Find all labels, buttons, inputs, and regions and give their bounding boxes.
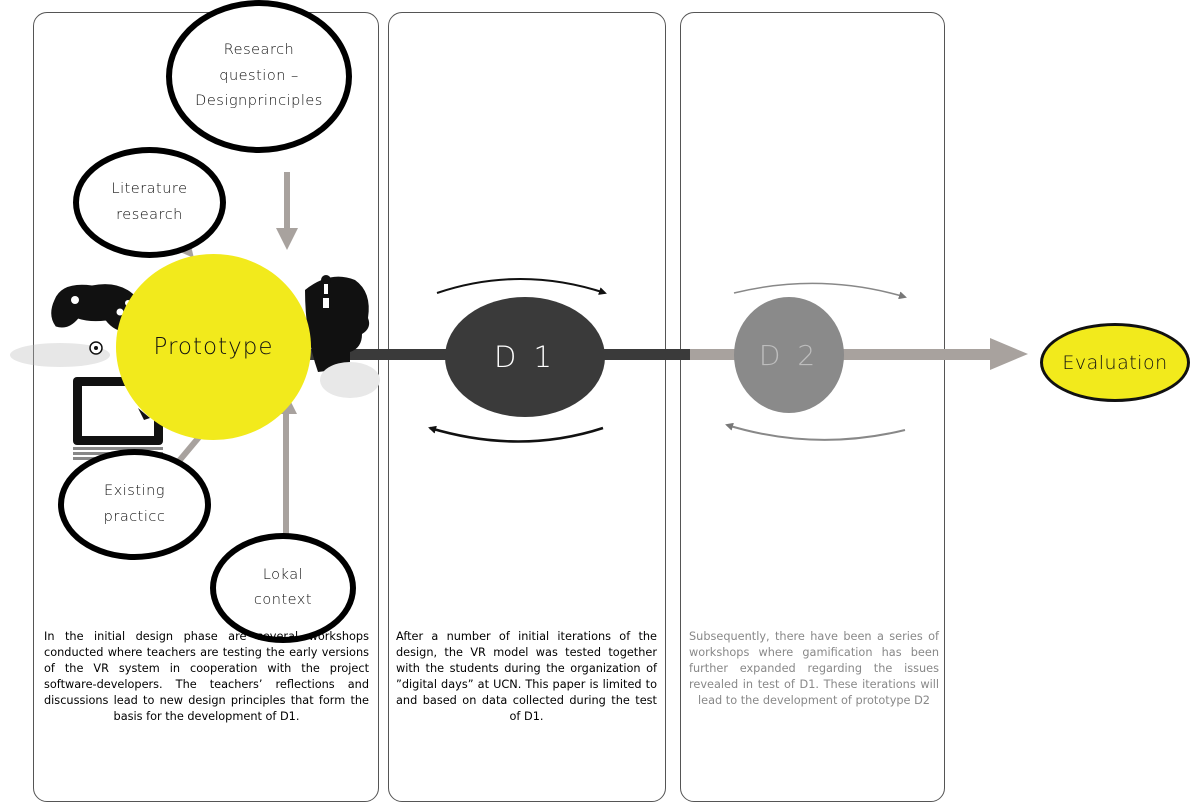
research-question-bubble: Research question – Designprinciples [166, 0, 352, 153]
evaluation-label: Evaluation [1062, 351, 1168, 374]
literature-research-bubble: Literature research [73, 147, 226, 258]
d2-iteration-arrow-top [733, 282, 907, 300]
arrow-lokal-shaft [283, 410, 289, 535]
literature-line-2: research [116, 206, 183, 223]
d1-node: D 1 [445, 297, 605, 417]
d1-label: D 1 [494, 340, 556, 374]
research-question-line-2: question – [219, 67, 299, 84]
arrow-rq-head [276, 228, 298, 250]
lokal-line-2: context [253, 592, 313, 608]
line-d2-evaluation [690, 349, 1000, 360]
prototype-node: Prototype [116, 254, 311, 440]
background-shape [10, 343, 110, 367]
small-gear-drawing [89, 341, 103, 355]
phase-panel-d2 [680, 12, 945, 802]
d2-node: D 2 [734, 297, 844, 413]
lokal-context-bubble: Lokal context [210, 533, 356, 643]
existing-practice-bubble: Existing practicc [58, 449, 211, 560]
literature-line-1: Literature [111, 181, 188, 198]
d1-iteration-arrow-bottom [428, 425, 604, 443]
d1-phase-description: After a number of initial iterations of … [396, 630, 657, 723]
phase-panel-d1 [388, 12, 666, 802]
research-question-line-3: Designprinciples [195, 93, 323, 110]
research-question-line-1: Research [223, 42, 295, 59]
existing-line-1: Existing [104, 483, 165, 500]
prototype-phase-description: In the initial design phase are several … [44, 630, 369, 723]
prototype-label: Prototype [153, 334, 274, 360]
line-d1-d2 [600, 349, 690, 360]
d2-label: D 2 [758, 338, 820, 372]
d1-iteration-arrow-top [436, 278, 607, 295]
arrow-rq-shaft [284, 172, 290, 232]
line-prototype-d1 [300, 349, 460, 360]
existing-line-2: practicc [103, 508, 166, 525]
evaluation-arrowhead [990, 338, 1028, 370]
d2-phase-description: Subsequently, there have been a series o… [689, 630, 939, 707]
d2-iteration-arrow-bottom [725, 422, 906, 441]
lokal-line-1: Lokal [262, 566, 304, 583]
head-profile-drawing [305, 275, 380, 398]
evaluation-node: Evaluation [1040, 323, 1190, 402]
